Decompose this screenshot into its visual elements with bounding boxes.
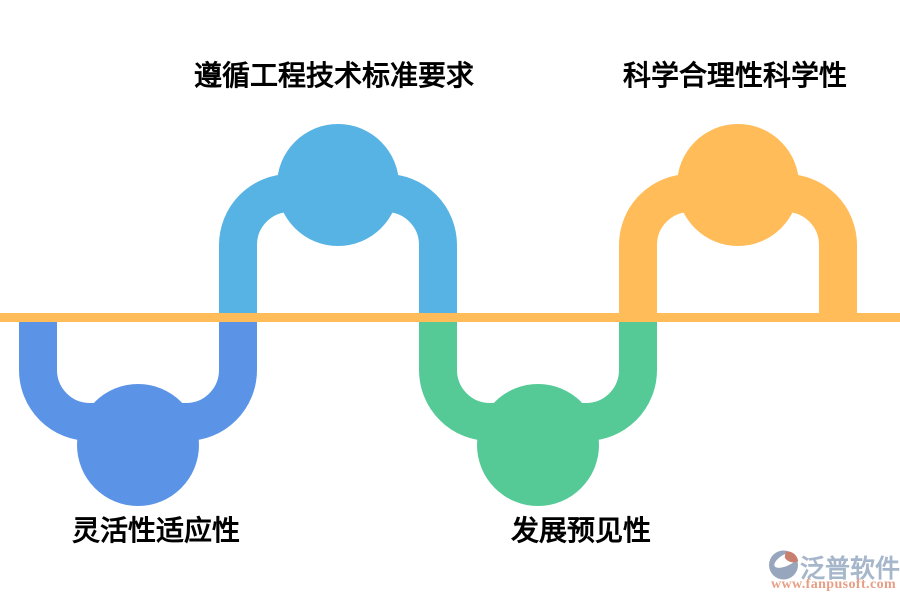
- node-circle-top-left: [277, 124, 399, 246]
- watermark-brand: 泛普软件: [800, 555, 900, 583]
- node-label-flexibility: 灵活性适应性: [71, 515, 240, 546]
- fanpu-logo-icon: [769, 550, 800, 580]
- node-label-foresight: 发展预见性: [510, 515, 651, 546]
- watermark: 泛普软件 www.fanpusoft.com: [766, 547, 900, 595]
- node-circle-bottom-left: [77, 384, 199, 506]
- node-circle-bottom-center: [477, 384, 599, 506]
- watermark-url: www.fanpusoft.com: [771, 577, 897, 592]
- node-label-standards: 遵循工程技术标准要求: [193, 60, 474, 91]
- node-circle-top-right: [677, 124, 799, 246]
- baseline: [0, 313, 900, 322]
- node-label-scientific: 科学合理性科学性: [622, 60, 847, 91]
